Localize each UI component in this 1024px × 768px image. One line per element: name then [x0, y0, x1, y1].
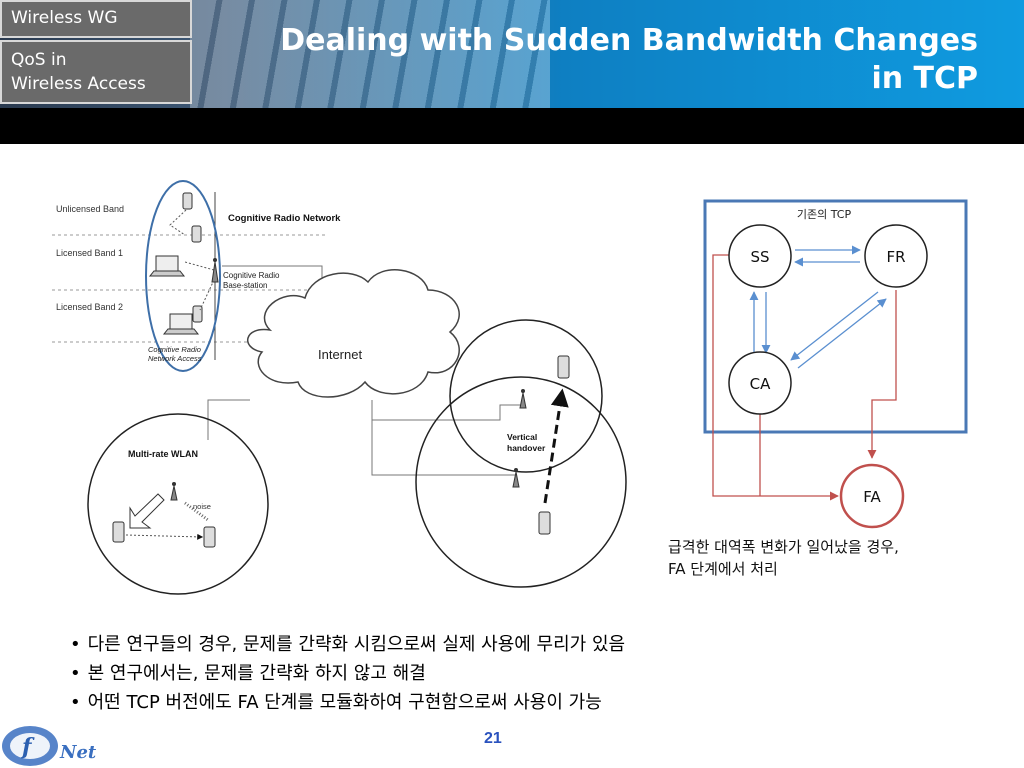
bullet-item: 어떤 TCP 버전에도 FA 단계를 모듈화하여 구현함으로써 사용이 가능 — [70, 688, 1010, 717]
antenna-icon — [519, 389, 527, 409]
existing-tcp-label: 기존의 TCP — [797, 208, 852, 221]
existing-tcp-box — [703, 199, 968, 434]
wlan-coverage-circle — [87, 413, 269, 595]
phone-icon — [557, 355, 570, 379]
state-label: CA — [750, 375, 771, 393]
bullet-list: 다른 연구들의 경우, 문제를 간략화 시킴으로써 실제 사용에 무리가 있음 … — [70, 630, 1010, 717]
svg-text:f: f — [20, 734, 35, 760]
large-cell-circle — [415, 376, 627, 588]
handover-label-1: Vertical — [507, 432, 537, 442]
internet-label: Internet — [318, 347, 362, 362]
state-ss: SS — [728, 224, 792, 288]
base-station-label-1: Cognitive Radio — [223, 271, 280, 280]
title-line-2: in TCP — [871, 61, 978, 96]
handover-arrow — [543, 388, 569, 504]
tcp-state-diagram: 기존의 TCP SS FR CA — [703, 199, 968, 529]
handover-label-2: handover — [507, 443, 546, 453]
state-transitions — [749, 245, 887, 369]
wlan-link — [125, 533, 204, 540]
band-label-licensed-2: Licensed Band 2 — [56, 302, 123, 312]
network-access-label-2: Network Access — [148, 354, 202, 363]
wireless-links — [169, 209, 215, 311]
state-label: FA — [863, 488, 881, 506]
band-label-licensed-1: Licensed Band 1 — [56, 248, 123, 258]
cognitive-network-ellipse — [145, 180, 221, 372]
logo-text: Net — [59, 742, 97, 763]
state-fr: FR — [864, 224, 928, 288]
small-cell-circle — [449, 319, 603, 473]
state-ca: CA — [728, 351, 792, 415]
bullet-item: 본 연구에서는, 문제를 간략화 하지 않고 해결 — [70, 659, 1010, 688]
state-fa: FA — [839, 463, 905, 529]
working-group-label: Wireless WG — [0, 0, 192, 38]
network-diagram: Unlicensed Band Licensed Band 1 Licensed… — [52, 180, 627, 595]
topic-line-1: QoS in — [11, 50, 67, 70]
laptop-icon — [162, 313, 200, 335]
noise-label: noise — [193, 502, 211, 511]
topic-label: QoS in Wireless Access — [0, 40, 192, 104]
band-label-unlicensed: Unlicensed Band — [56, 204, 124, 214]
header-divider-bar — [0, 108, 1024, 144]
state-label: SS — [750, 248, 769, 266]
internet-cloud — [246, 269, 460, 398]
caption-line-2: FA 단계에서 처리 — [668, 560, 778, 578]
fa-transitions — [712, 254, 897, 501]
noise-arrow-icon — [129, 493, 165, 529]
phone-icon — [203, 526, 216, 548]
phone-icon — [192, 305, 203, 323]
phone-icon — [191, 225, 202, 243]
state-label: FR — [886, 248, 905, 266]
network-access-label-1: Cognitive Radio — [148, 345, 201, 354]
caption-line-1: 급격한 대역폭 변화가 일어났을 경우, — [668, 538, 899, 556]
title-line-1: Dealing with Sudden Bandwidth Changes — [280, 23, 978, 58]
base-station-label-2: Base-station — [223, 281, 267, 290]
phone-icon — [538, 511, 551, 535]
antenna-icon — [211, 258, 219, 283]
antenna-icon — [170, 482, 178, 501]
wlan-label: Multi-rate WLAN — [128, 449, 198, 459]
laptop-icon — [148, 255, 186, 277]
antenna-icon — [512, 468, 520, 488]
slide-title: Dealing with Sudden Bandwidth Changes in… — [258, 22, 978, 98]
phone-icon — [112, 521, 125, 543]
bullet-item: 다른 연구들의 경우, 문제를 간략화 시킴으로써 실제 사용에 무리가 있음 — [70, 630, 1010, 659]
fnet-logo: f Net — [2, 726, 97, 766]
phone-icon — [182, 192, 193, 210]
fa-caption: 급격한 대역폭 변화가 일어났을 경우, FA 단계에서 처리 — [668, 536, 1018, 580]
topic-line-2: Wireless Access — [11, 74, 146, 94]
cognitive-network-label: Cognitive Radio Network — [228, 213, 341, 224]
page-number: 21 — [484, 730, 502, 747]
keyboard-photo-background — [190, 0, 550, 108]
